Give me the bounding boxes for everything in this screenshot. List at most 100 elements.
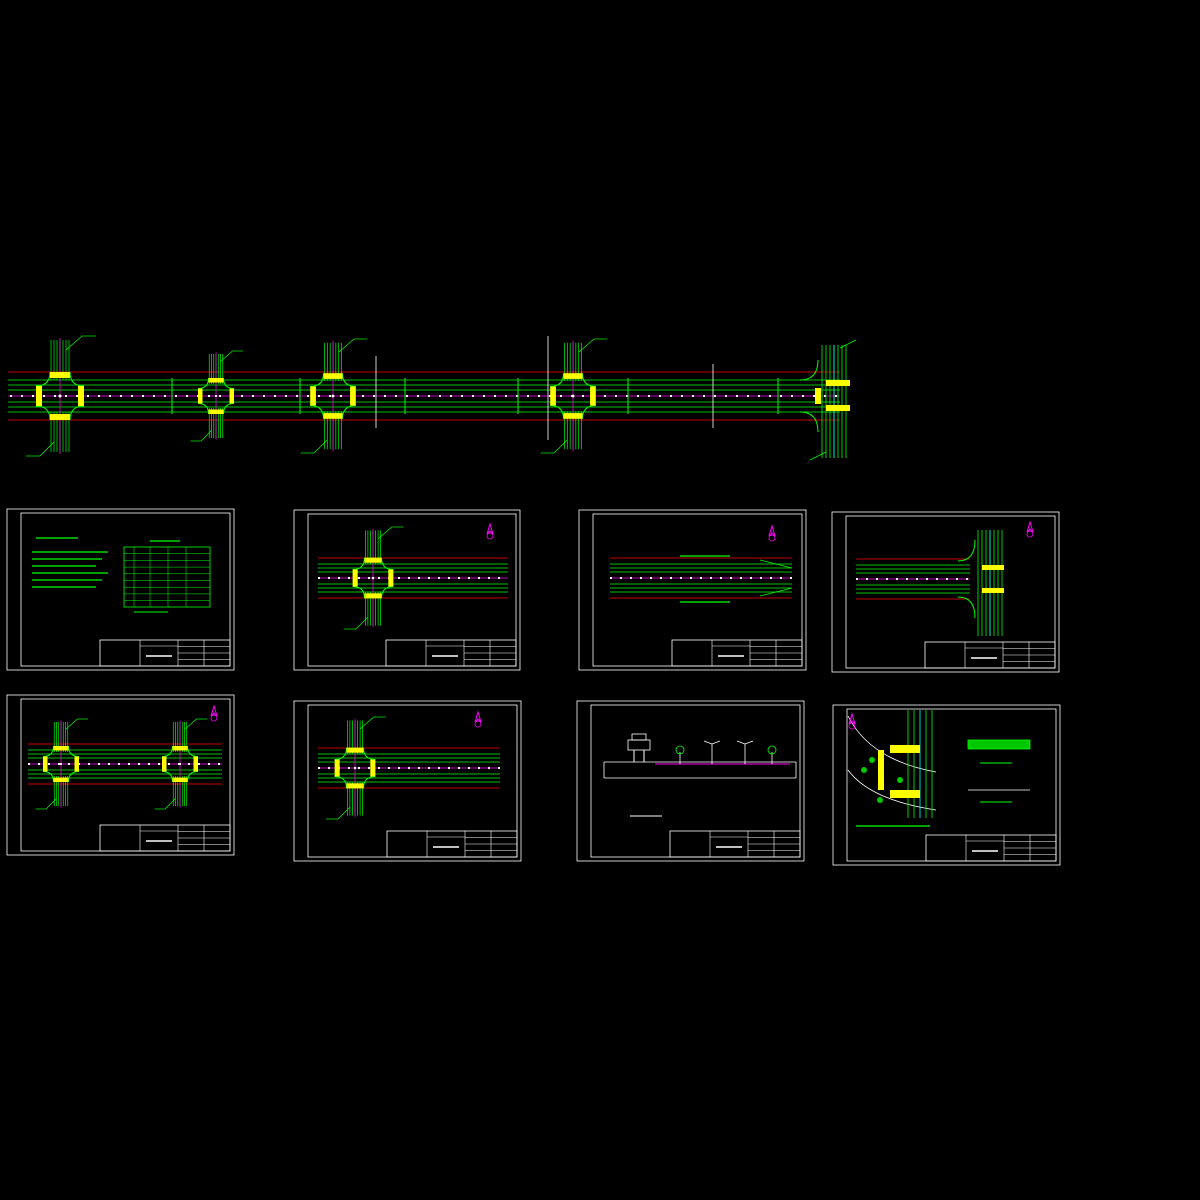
quantity-table [123, 546, 211, 608]
crosswalk-bar [323, 413, 343, 419]
sheet-outer-border [831, 511, 1060, 673]
leader-line [220, 350, 233, 362]
leader-line [39, 441, 55, 457]
crosswalk-bar [172, 746, 188, 751]
lamp-arm [736, 740, 746, 745]
intersection [326, 716, 386, 820]
leader-line [200, 430, 212, 442]
tree-canopy [767, 745, 777, 755]
curb-return [161, 771, 173, 783]
curb-return [550, 373, 564, 387]
leader-line [355, 616, 369, 630]
north-arrow-shape [1026, 520, 1034, 533]
crosswalk-bar [36, 386, 42, 406]
leader-line [553, 439, 568, 454]
north-arrow-ring [474, 720, 482, 728]
main-intersections [26, 335, 857, 461]
crosswalk-bar [364, 557, 382, 563]
center-mark [571, 394, 575, 398]
crosswalk-bar [50, 414, 70, 420]
curb-return [342, 373, 356, 387]
north-arrow [474, 710, 482, 728]
crosswalk-bar [370, 759, 376, 777]
taper-line [759, 559, 793, 569]
crosswalk-bar [982, 588, 1004, 593]
curb-return [334, 776, 347, 789]
north-arrow [486, 522, 494, 540]
curb-return [334, 747, 347, 760]
north-arrow-ring [486, 532, 494, 540]
north-arrow [210, 704, 218, 722]
crosswalk-bar [350, 386, 356, 406]
drawing-sheets [6, 508, 1061, 866]
crosswalk-bar [563, 373, 583, 379]
sheet-outer-border [832, 704, 1061, 866]
leader-line [809, 451, 827, 461]
intersection [154, 718, 207, 810]
crosswalk-bar [364, 593, 382, 599]
gateway-top [631, 733, 647, 741]
sheet-section [576, 700, 805, 862]
road-lanes [8, 379, 840, 413]
center-mark [371, 576, 375, 580]
sheet-plan-2 [578, 509, 807, 671]
curb-return [957, 596, 976, 619]
sheet-plan-3 [831, 511, 1060, 673]
center-mark [353, 766, 357, 770]
curb-return [381, 586, 394, 599]
crosswalk-bar [198, 388, 203, 404]
north-arrow [1026, 520, 1034, 538]
north-arrow [768, 524, 776, 542]
north-arrow-shape [768, 524, 776, 537]
detail-strip [967, 739, 1031, 750]
north-arrow-shape [474, 710, 482, 723]
sheet-plan-5 [293, 700, 522, 862]
crosswalk-bar [172, 777, 188, 782]
road-band [610, 557, 792, 599]
crosswalk-bar [43, 756, 48, 772]
north-arrow-shape [210, 704, 218, 717]
curb-return [381, 557, 394, 570]
crosswalk-bar [878, 750, 884, 790]
leader-line [65, 718, 78, 730]
crosswalk-bar [53, 777, 69, 782]
center-mark [214, 394, 218, 398]
curb-return [550, 405, 564, 419]
section-marker-lines [375, 336, 714, 440]
leader-line [578, 338, 595, 353]
crosswalk-bar [78, 386, 84, 406]
crosswalk-bar [826, 380, 850, 386]
center-mark [59, 762, 63, 766]
crosswalk-bar [310, 386, 316, 406]
road-band [318, 557, 508, 599]
sheet-plan-1 [293, 509, 521, 671]
crosswalk-bar [346, 783, 364, 789]
curb-return [197, 377, 209, 389]
leader-line [164, 798, 176, 810]
curb-return [310, 405, 324, 419]
curb-return [342, 405, 356, 419]
curb-return [68, 745, 80, 757]
shrub [869, 757, 875, 763]
sheet-outer-border [576, 700, 805, 862]
north-arrow-ring [210, 714, 218, 722]
road-band [856, 558, 970, 600]
leader-line [65, 335, 83, 351]
center-mark [331, 394, 335, 398]
taper-line [759, 587, 793, 597]
curb-return [363, 776, 376, 789]
crosswalk-bar [352, 569, 358, 587]
crosswalk-bar [162, 756, 167, 772]
sheet-notes [6, 508, 235, 671]
crosswalk-bar [563, 413, 583, 419]
curb-return [187, 771, 199, 783]
main-road-plan [8, 335, 857, 461]
station-tick-marks [171, 378, 779, 414]
north-arrow-shape [848, 712, 856, 725]
north-arrow-ring [768, 534, 776, 542]
curb-return [310, 373, 324, 387]
crosswalk-bar [346, 747, 364, 753]
curb-return [957, 539, 976, 562]
curb-return [69, 371, 85, 387]
leader-line [184, 718, 197, 730]
